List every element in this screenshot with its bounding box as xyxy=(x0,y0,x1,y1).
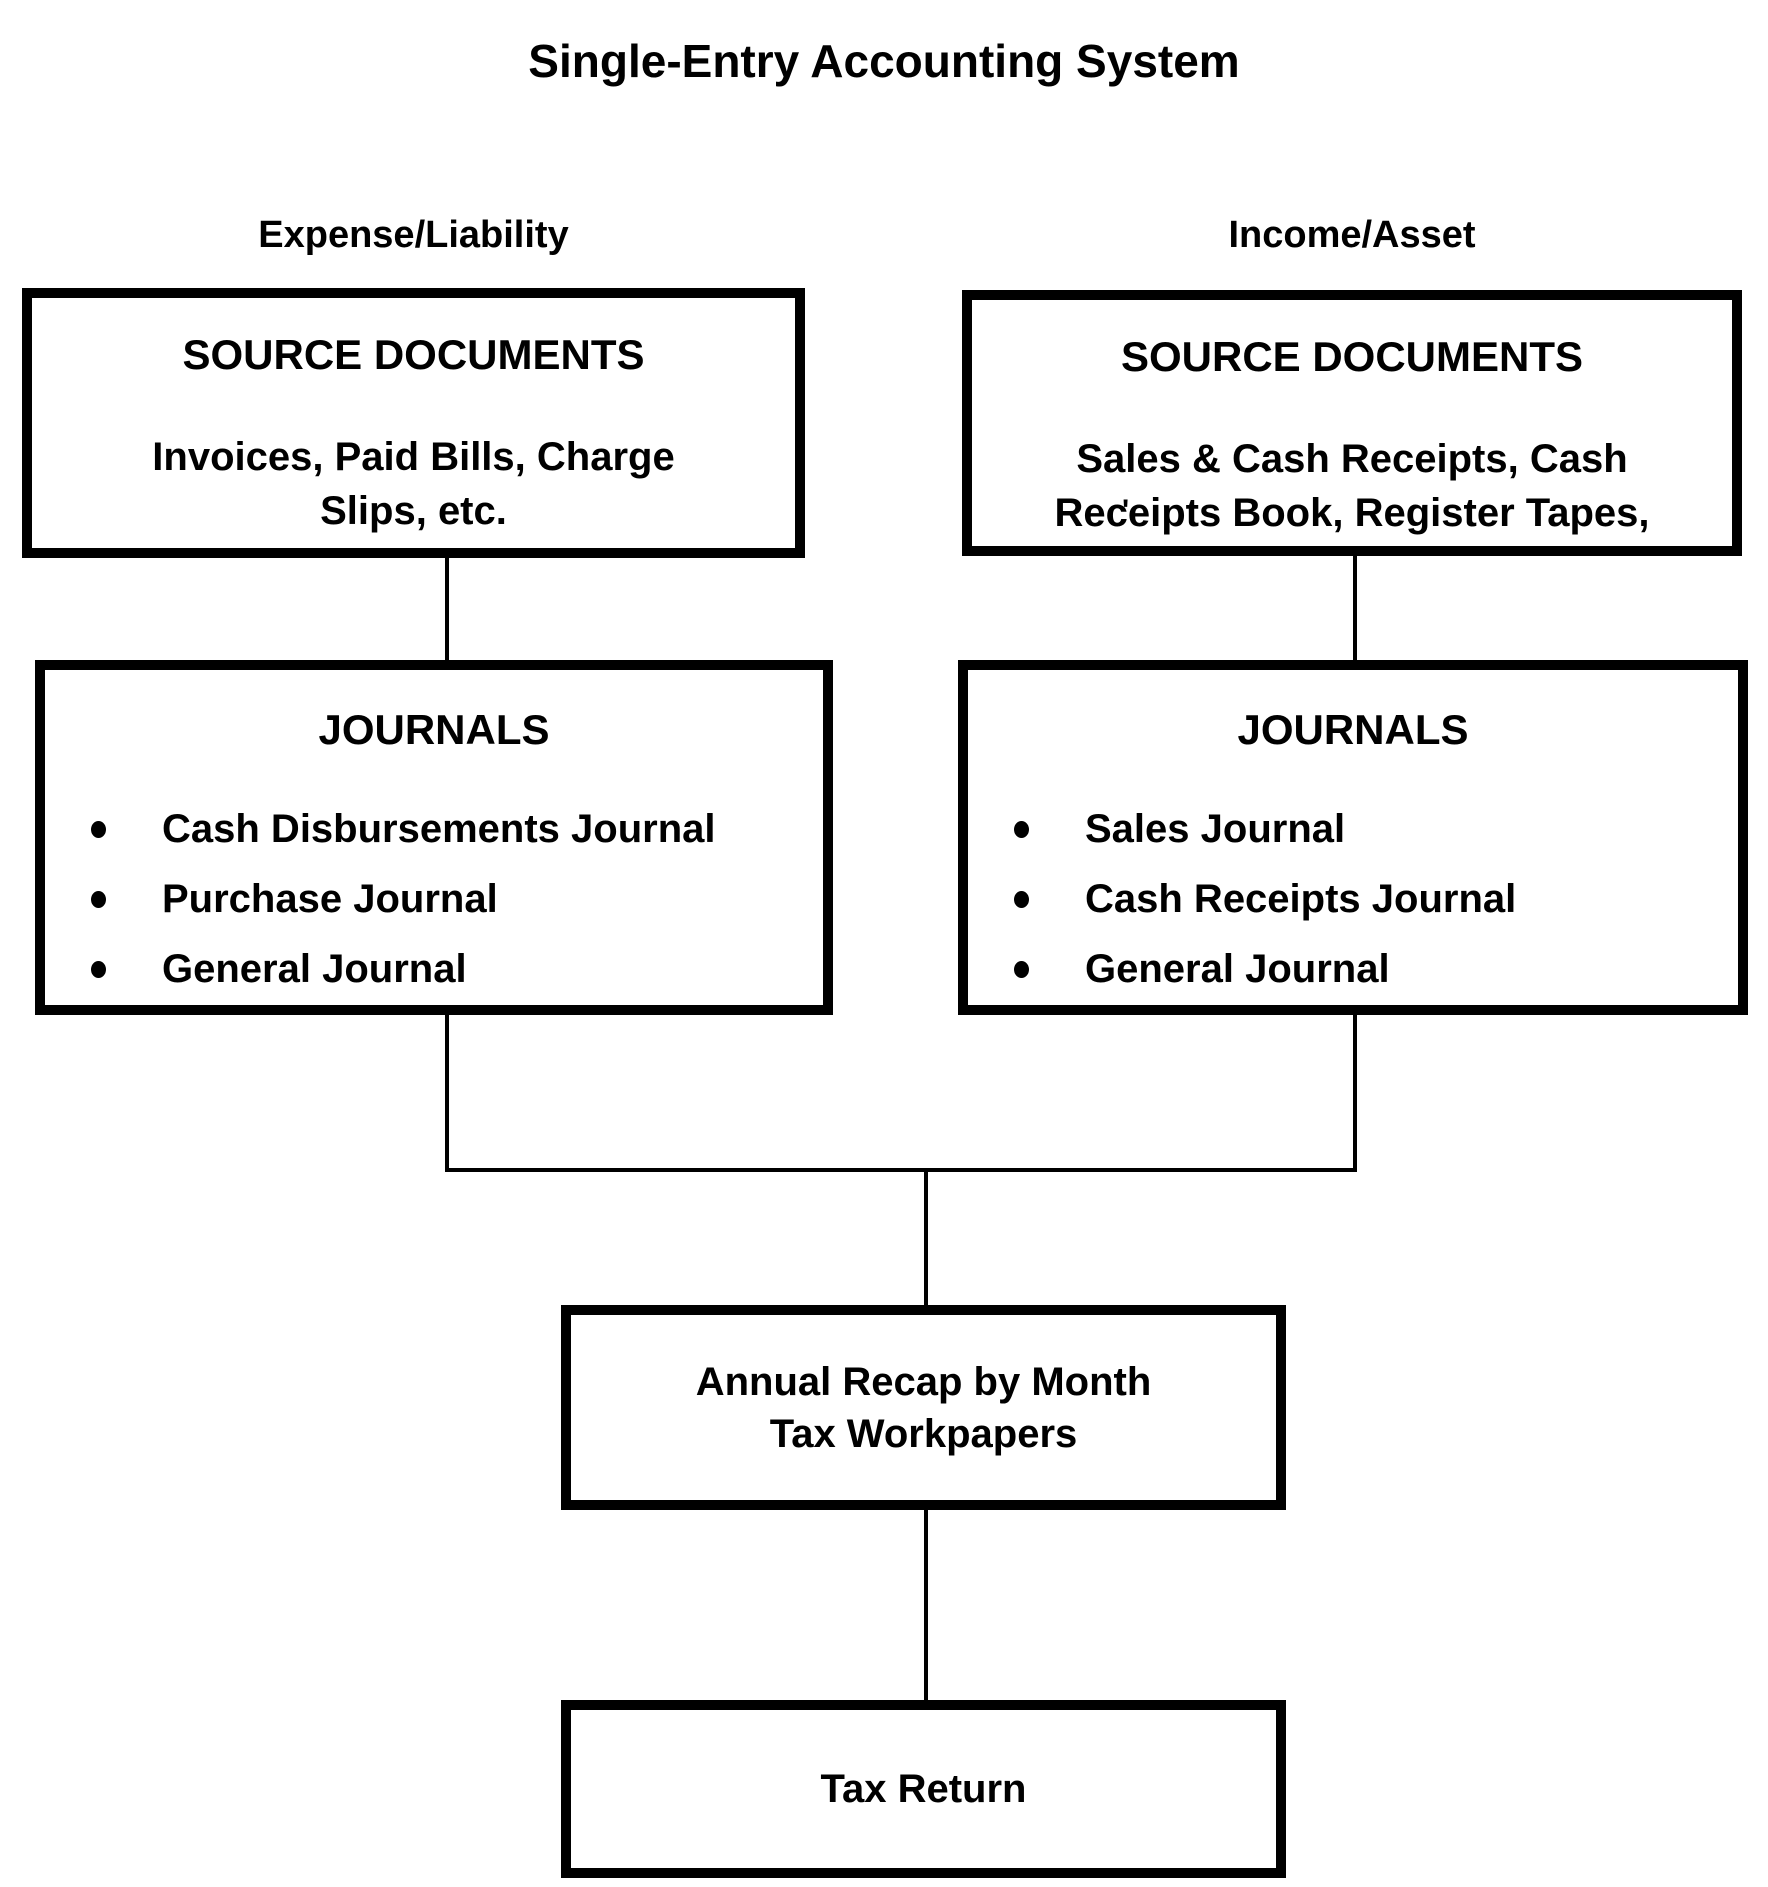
connector-merge-horizontal xyxy=(445,1168,1357,1172)
bullet-icon xyxy=(1014,960,1029,978)
annual-recap-line: Tax Workpapers xyxy=(769,1411,1078,1456)
journals-heading: JOURNALS xyxy=(318,706,550,753)
column-header-expense-liability: Expense/Liability xyxy=(258,214,569,256)
connector-expense-journals-down xyxy=(445,1013,449,1170)
journal-list-item: Purchase Journal xyxy=(91,864,823,934)
annual-recap-line: Annual Recap by Month xyxy=(695,1359,1152,1404)
annual-recap-box: Annual Recap by Month Tax Workpapers xyxy=(561,1305,1286,1510)
journals-list: Cash Disbursements Journal Purchase Jour… xyxy=(45,794,823,1004)
connector-merge-to-recap xyxy=(924,1170,928,1307)
journal-item-label: Cash Disbursements Journal xyxy=(162,806,716,851)
journal-list-item: Sales Journal xyxy=(1014,794,1738,864)
connector-recap-to-tax-return xyxy=(924,1508,928,1702)
journals-box-income: JOURNALS Sales Journal Cash Receipts Jou… xyxy=(958,660,1748,1015)
journal-list-item: Cash Receipts Journal xyxy=(1014,864,1738,934)
source-documents-body: Invoices, Paid Bills, Charge Slips, etc. xyxy=(32,430,795,538)
connector-expense-source-to-journals xyxy=(445,556,449,664)
source-documents-box-expense: SOURCE DOCUMENTS Invoices, Paid Bills, C… xyxy=(22,288,805,558)
source-documents-heading: SOURCE DOCUMENTS xyxy=(1120,333,1584,380)
journals-list: Sales Journal Cash Receipts Journal Gene… xyxy=(968,794,1738,1004)
bullet-icon xyxy=(1014,820,1029,838)
bullet-icon xyxy=(1014,890,1029,908)
tax-return-label: Tax Return xyxy=(820,1766,1027,1811)
bullet-icon xyxy=(91,960,106,978)
page-title: Single-Entry Accounting System xyxy=(528,35,1240,87)
journal-item-label: General Journal xyxy=(162,946,467,991)
journal-item-label: Cash Receipts Journal xyxy=(1085,876,1517,921)
stray-mark: ' xyxy=(1122,494,1130,527)
source-documents-line: Invoices, Paid Bills, Charge xyxy=(152,435,675,480)
journal-list-item: General Journal xyxy=(91,934,823,1004)
source-documents-heading: SOURCE DOCUMENTS xyxy=(182,331,645,378)
column-header-income-asset: Income/Asset xyxy=(1228,214,1476,256)
bullet-icon xyxy=(91,890,106,908)
source-documents-line: Sales & Cash Receipts, Cash xyxy=(1076,437,1628,482)
journal-item-label: General Journal xyxy=(1085,946,1390,991)
journal-list-item: General Journal xyxy=(1014,934,1738,1004)
source-documents-box-income: SOURCE DOCUMENTS Sales & Cash Receipts, … xyxy=(962,290,1742,556)
journals-heading: JOURNALS xyxy=(1237,706,1469,753)
journal-item-label: Purchase Journal xyxy=(162,876,498,921)
journals-box-expense: JOURNALS Cash Disbursements Journal Purc… xyxy=(35,660,833,1015)
source-documents-line: Slips, etc. xyxy=(320,489,507,534)
connector-income-source-to-journals xyxy=(1353,554,1357,664)
source-documents-line: Receipts Book, Register Tapes, xyxy=(1054,491,1650,536)
source-documents-body: Sales & Cash Receipts, Cash Receipts Boo… xyxy=(972,432,1732,540)
tax-return-box: Tax Return xyxy=(561,1700,1286,1878)
connector-income-journals-down xyxy=(1353,1013,1357,1170)
bullet-icon xyxy=(91,820,106,838)
journal-item-label: Sales Journal xyxy=(1085,806,1346,851)
journal-list-item: Cash Disbursements Journal xyxy=(91,794,823,864)
